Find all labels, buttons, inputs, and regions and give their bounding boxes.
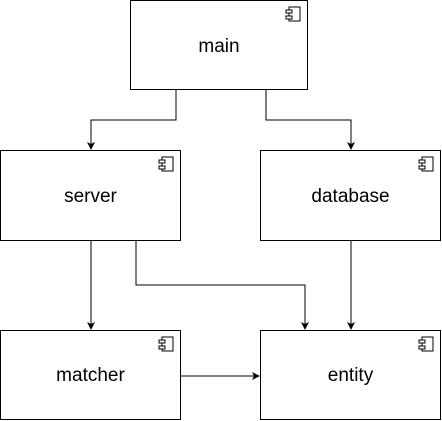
component-label-entity: entity [327, 365, 374, 386]
component-icon [285, 6, 301, 22]
component-label-database: database [311, 185, 390, 207]
component-entity[interactable]: entity [260, 330, 441, 420]
edge-main-database [265, 90, 355, 150]
component-server[interactable]: server [0, 150, 181, 241]
edge-main-server [87, 90, 177, 150]
component-main[interactable]: main [130, 0, 308, 90]
component-icon [158, 336, 174, 352]
component-label-server: server [64, 185, 117, 207]
edge-server-entity [135, 241, 309, 330]
component-icon [158, 156, 174, 172]
component-matcher[interactable]: matcher [0, 330, 181, 420]
component-icon [418, 156, 434, 172]
component-icon [418, 336, 434, 352]
component-label-matcher: matcher [56, 365, 125, 386]
component-database[interactable]: database [260, 150, 441, 241]
component-label-main: main [198, 36, 240, 57]
